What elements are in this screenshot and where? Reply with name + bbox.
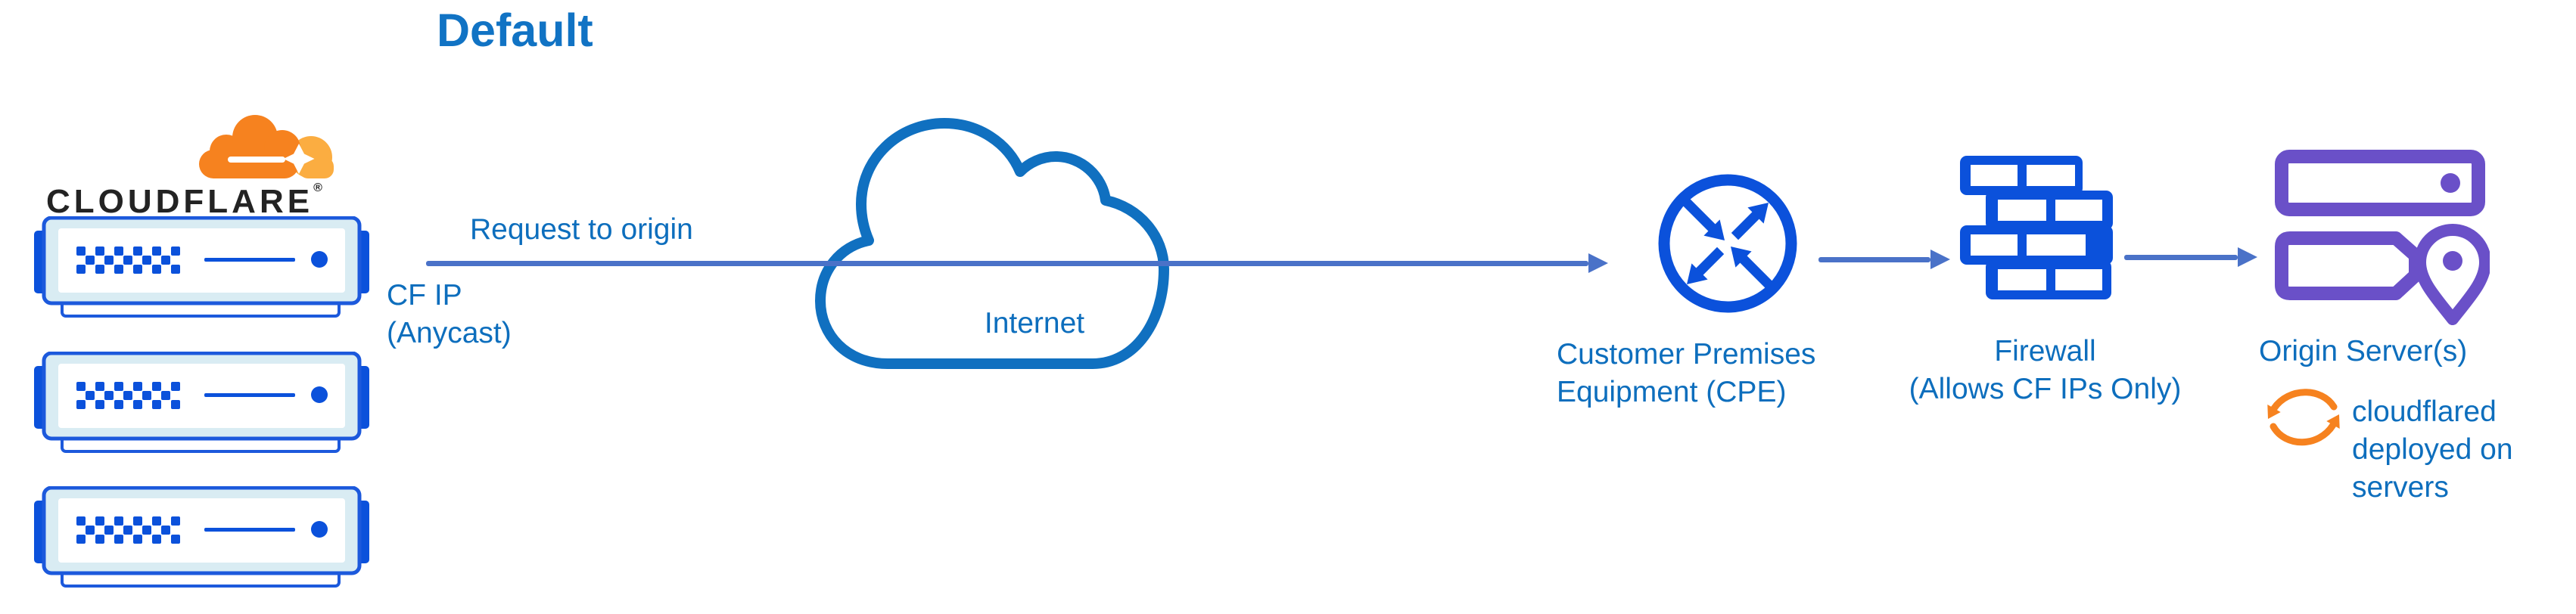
cloudflare-cloud-icon: [199, 115, 334, 178]
server-led-dots: [76, 382, 180, 409]
cpe-label-line2: Equipment (CPE): [1557, 376, 1787, 408]
registered-trademark: ®: [313, 181, 322, 194]
diagram-title: Default: [437, 5, 593, 56]
internet-cloud-icon: [815, 118, 1169, 369]
edge-server-icon: [34, 352, 369, 453]
arrow-line: [2124, 255, 2238, 260]
cf-ip-anycast-label: CF IP (Anycast): [387, 277, 512, 352]
cloudflared-note: cloudflared deployed on servers: [2352, 393, 2513, 507]
firewall-icon: [1960, 156, 2113, 299]
firewall-label-line2: (Allows CF IPs Only): [1909, 373, 2182, 405]
cloudflare-wordmark: CLOUDFLARE®: [46, 181, 322, 221]
request-to-origin-label: Request to origin: [470, 213, 693, 246]
location-pin-icon: [2414, 224, 2490, 325]
cpe-arrowheads: [1687, 203, 1769, 284]
arrow-line: [426, 261, 1588, 266]
arrow-head: [1588, 253, 1608, 273]
firewall-bricks: [1971, 165, 2102, 290]
cf-ip-line: CF IP: [387, 279, 462, 312]
firewall-label-line1: Firewall: [1994, 335, 2096, 367]
anycast-line: (Anycast): [387, 317, 512, 349]
sync-arrows-icon: [2267, 389, 2340, 446]
arrow-line: [1818, 257, 1930, 262]
cpe-icon: [1658, 174, 1797, 313]
cloudflared-note-line1: cloudflared: [2352, 395, 2497, 428]
origin-servers-icon: [2275, 150, 2490, 325]
cloudflared-note-line3: servers: [2352, 471, 2449, 504]
cpe-label-line1: Customer Premises: [1557, 338, 1816, 371]
cpe-label: Customer Premises Equipment (CPE): [1557, 336, 1815, 411]
server-led-dots: [76, 247, 180, 274]
arrow-head: [2238, 247, 2257, 267]
firewall-label: Firewall (Allows CF IPs Only): [1892, 333, 2198, 408]
cpe-arrows: [1679, 195, 1776, 292]
server-led-dots: [76, 516, 180, 544]
cloudflared-note-line2: deployed on: [2352, 433, 2513, 466]
internet-label: Internet: [984, 307, 1085, 340]
edge-server-icon: [34, 216, 369, 318]
arrow-head: [1930, 250, 1950, 269]
origin-label: Origin Server(s): [2259, 335, 2468, 367]
edge-server-icon: [34, 486, 369, 588]
cloudflare-wordmark-text: CLOUDFLARE: [46, 183, 314, 220]
